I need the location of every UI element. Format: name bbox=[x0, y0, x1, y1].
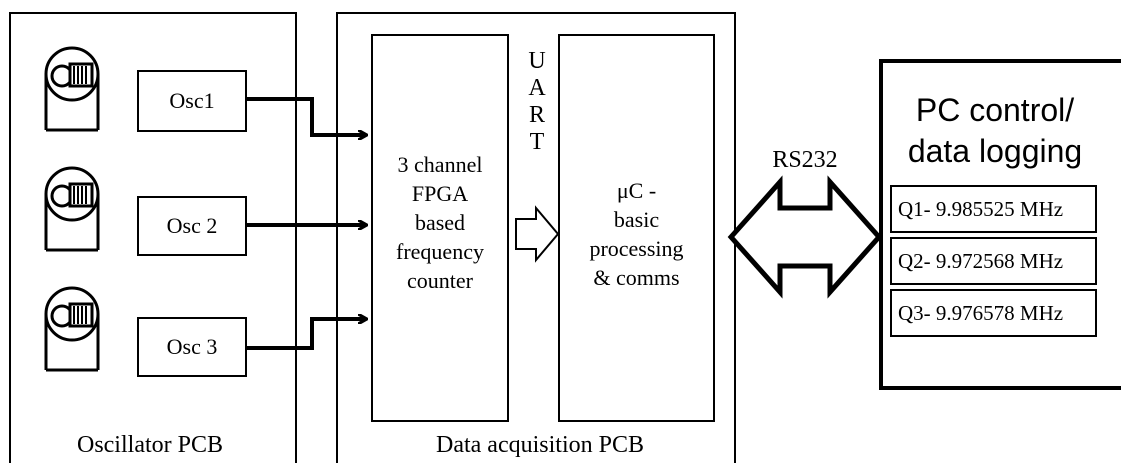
oscillator-label-1: Osc1 bbox=[169, 88, 215, 113]
uart-letter: A bbox=[528, 75, 546, 101]
crystal-resonator-icon bbox=[44, 166, 100, 252]
oscillator-pcb-caption: Oscillator PCB bbox=[76, 432, 223, 458]
fpga-text-line: based bbox=[414, 210, 466, 235]
fpga-text-line: frequency bbox=[396, 239, 484, 264]
uc-text-line: & comms bbox=[593, 265, 680, 290]
readout-q1: Q1- 9.985525 MHz bbox=[898, 197, 1064, 221]
fpga-text-line: 3 channel bbox=[397, 152, 483, 177]
pc-title-line: data logging bbox=[907, 133, 1083, 169]
microcontroller-block-text: μC - basic processing & comms bbox=[559, 176, 714, 292]
fpga-block-text: 3 channel FPGA based frequency counter bbox=[372, 150, 508, 295]
microcontroller-block bbox=[558, 34, 715, 422]
oscillator-label-2: Osc 2 bbox=[166, 213, 218, 238]
pc-panel bbox=[879, 59, 1121, 390]
uc-text-line: processing bbox=[589, 236, 684, 261]
rs232-double-arrow bbox=[727, 175, 883, 299]
pc-title: PC control/ data logging bbox=[881, 90, 1109, 172]
rs232-label: RS232 bbox=[772, 147, 838, 173]
uart-letter: R bbox=[528, 102, 545, 128]
uart-arrow bbox=[515, 205, 560, 263]
data-acquisition-pcb-caption: Data acquisition PCB bbox=[436, 432, 644, 458]
osc1-to-fpga-arrow bbox=[246, 97, 366, 135]
crystal-resonator-icon bbox=[44, 46, 100, 132]
readout-box-q3 bbox=[890, 289, 1097, 337]
osc3-to-fpga-arrow bbox=[246, 319, 366, 350]
uc-text-line: μC - bbox=[616, 178, 657, 203]
readout-q2: Q2- 9.972568 MHz bbox=[898, 249, 1064, 273]
oscillator-label-3: Osc 3 bbox=[166, 334, 218, 359]
readout-box-q1 bbox=[890, 185, 1097, 233]
pc-title-line: PC control/ bbox=[915, 92, 1075, 128]
readout-q3: Q3- 9.976578 MHz bbox=[898, 301, 1064, 325]
oscillator-pcb-panel bbox=[9, 12, 297, 463]
uc-text-line: basic bbox=[613, 207, 660, 232]
crystal-resonator-icon bbox=[44, 286, 100, 372]
uart-label: U A R T bbox=[520, 48, 554, 156]
uart-letter: U bbox=[528, 48, 546, 74]
fpga-counter-block bbox=[371, 34, 509, 422]
readout-box-q2 bbox=[890, 237, 1097, 285]
fpga-text-line: FPGA bbox=[411, 181, 469, 206]
uart-letter: T bbox=[529, 129, 545, 155]
fpga-text-line: counter bbox=[407, 268, 473, 293]
